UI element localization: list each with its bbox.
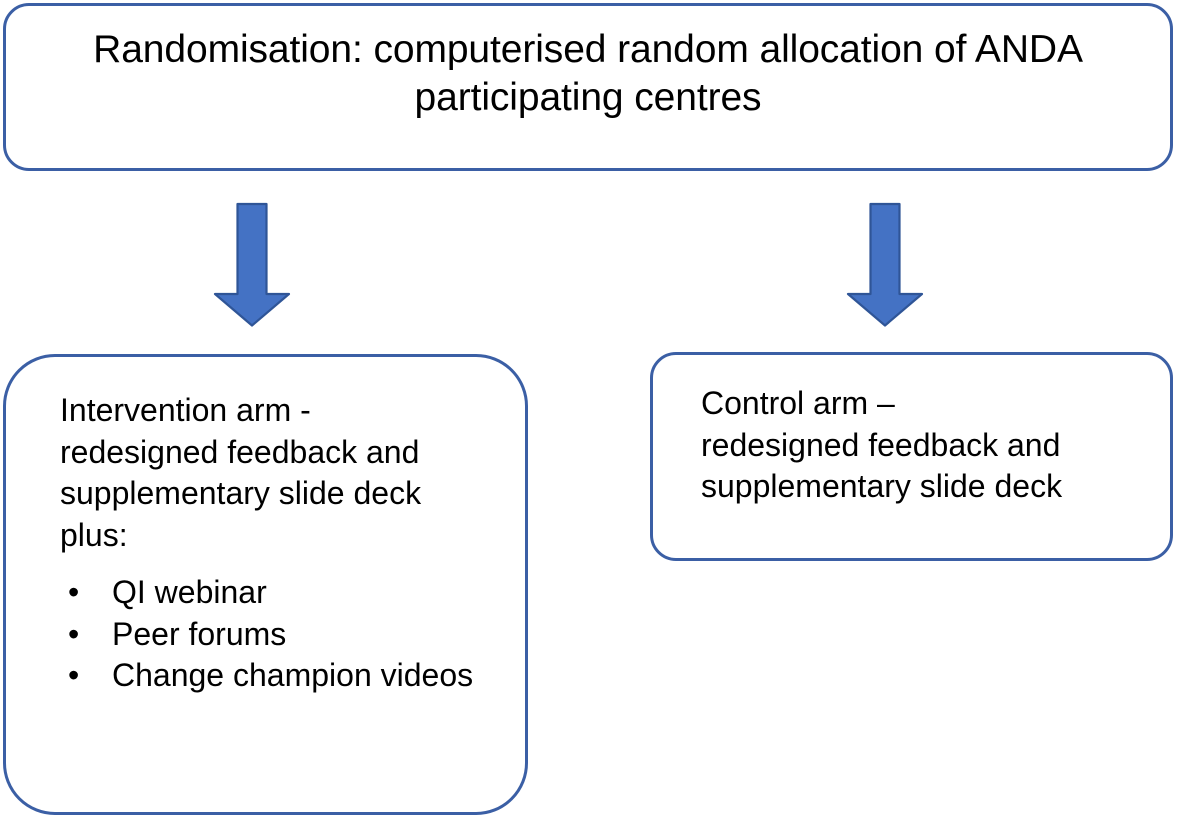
intervention-arm-box: Intervention arm - redesigned feedback a… [3,354,528,815]
control-line-3: supplementary slide deck [701,468,1063,505]
bullet-marker-icon: • [68,615,80,652]
intervention-line-1: Intervention arm - [60,392,311,428]
bullet-marker-icon: • [68,574,80,610]
arrow-to-control-icon [846,202,924,327]
bullet-label: Peer forums [112,615,287,652]
intervention-line-2: redesigned feedback and [60,433,420,470]
bullet-marker-icon: • [68,657,80,694]
control-line-1: Control arm – [701,385,895,421]
intervention-bullet-list: • QI webinar • Peer forums • Change cham… [60,572,500,697]
arrow-to-intervention-icon [213,202,291,327]
intervention-arm-text: Intervention arm - redesigned feedback a… [60,390,496,556]
intervention-line-4: plus: [60,516,128,553]
bullet-label: Change champion videos [112,657,474,694]
list-item: • QI webinar [60,572,500,614]
control-arm-text: Control arm – redesigned feedback and su… [701,383,1151,508]
list-item: • Change champion videos [60,655,500,697]
randomisation-line-2: participating centres [414,75,762,119]
control-line-2: redesigned feedback and [701,426,1061,463]
randomisation-line-1: Randomisation: computerised random alloc… [93,28,1083,71]
intervention-line-3: supplementary slide deck [60,475,422,512]
control-arm-box: Control arm – redesigned feedback and su… [650,352,1173,561]
bullet-label: QI webinar [112,574,267,610]
randomisation-box: Randomisation: computerised random alloc… [3,3,1173,171]
randomisation-text: Randomisation: computerised random alloc… [43,26,1133,121]
list-item: • Peer forums [60,614,500,656]
